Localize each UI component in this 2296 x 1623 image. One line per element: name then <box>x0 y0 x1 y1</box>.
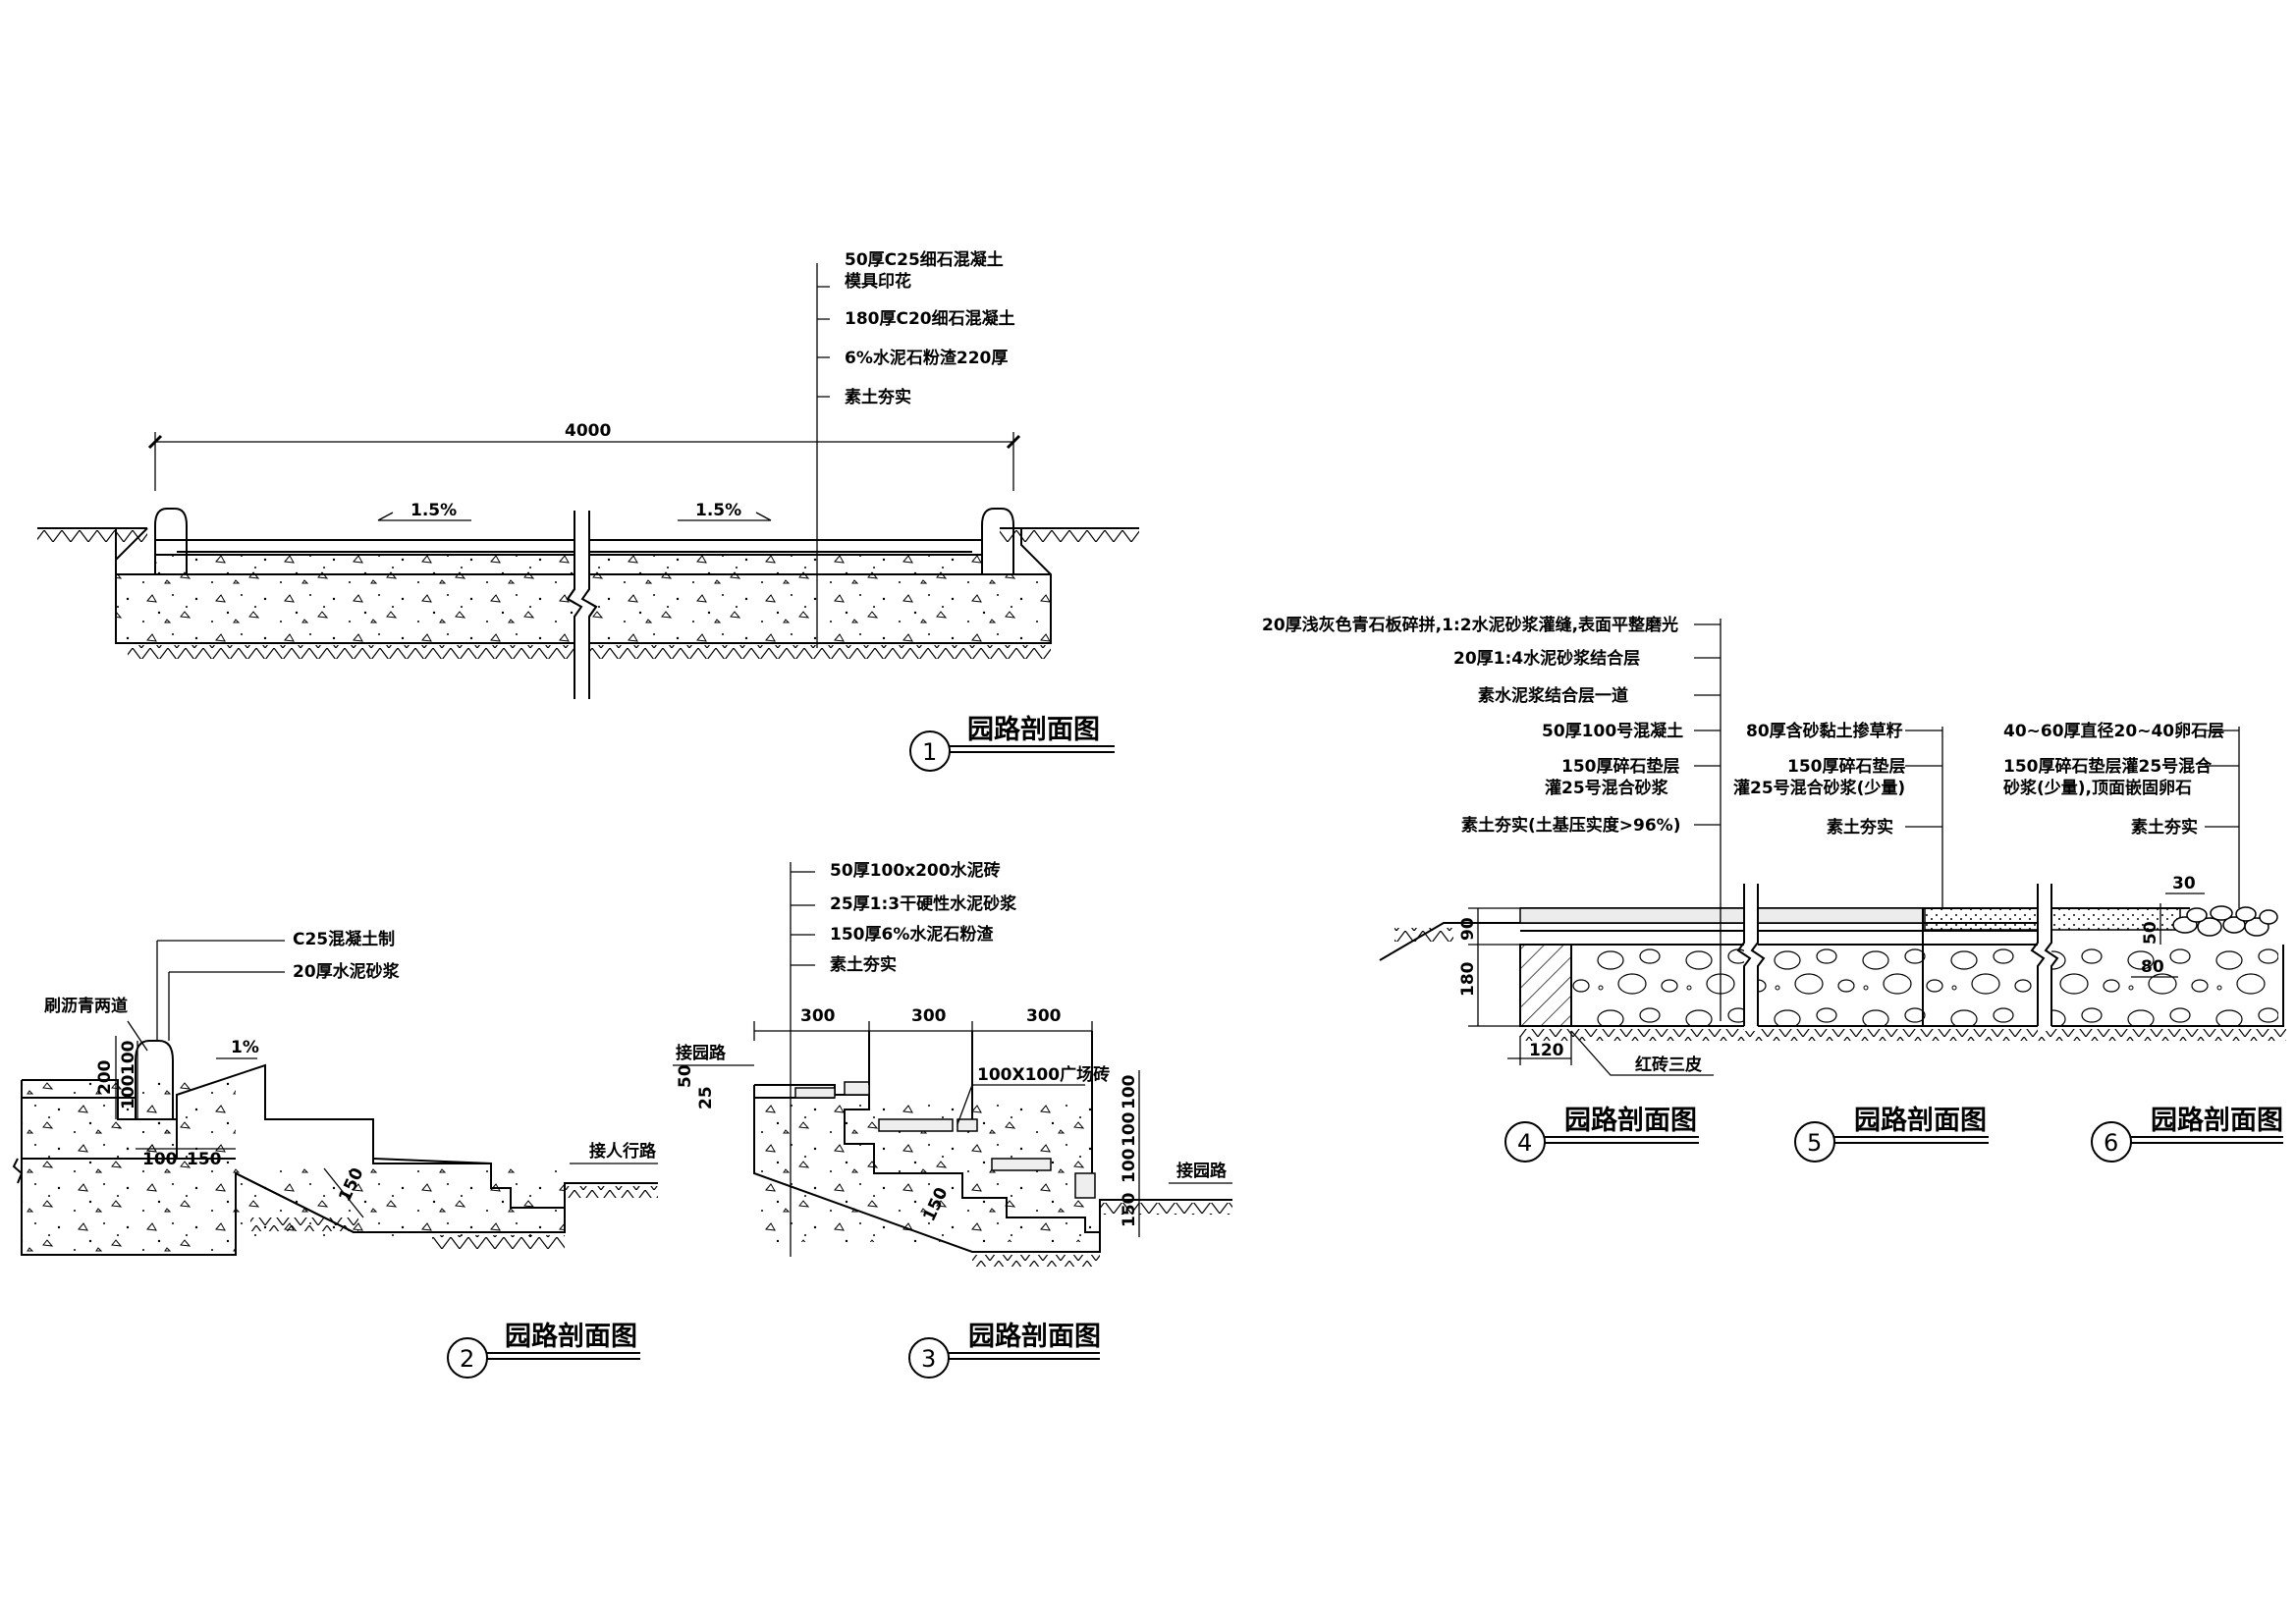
section-3-number: 3 <box>921 1345 936 1373</box>
section-3-brick-label: 100X100广场砖 <box>977 1064 1110 1085</box>
section-3-right-dim-3: 100 <box>1120 1148 1139 1183</box>
section-2-dim-4: 100 <box>142 1150 178 1169</box>
section-6-dim-2: 50 <box>2141 921 2160 945</box>
section-3-left-dim-1: 50 <box>676 1064 695 1088</box>
section-6-note-1: 40~60厚直径20~40卵石层 <box>2003 721 2224 741</box>
section-3-note-1: 50厚100x200水泥砖 <box>830 860 1001 881</box>
section-2-side-note: 刷沥青两道 <box>44 996 128 1016</box>
section-2-note-1: C25混凝土制 <box>293 929 395 949</box>
section-4-dim-1: 90 <box>1458 917 1478 941</box>
section-1-note-5: 素土夯实 <box>845 387 911 407</box>
section-2-title: 园路剖面图 <box>505 1321 637 1352</box>
section-1-width-dim: 4000 <box>565 421 611 441</box>
section-4-brick-label: 红砖三皮 <box>1635 1055 1702 1075</box>
section-2-dim-1: 200 <box>95 1059 115 1095</box>
section-2-slope: 1% <box>231 1038 259 1057</box>
section-5-number: 5 <box>1807 1129 1822 1157</box>
section-4-note-1: 20厚浅灰色青石板碎拼,1:2水泥砂浆灌缝,表面平整磨光 <box>1262 615 1678 635</box>
section-3-note-3: 150厚6%水泥石粉渣 <box>830 924 994 945</box>
section-1-slope-right: 1.5% <box>695 501 741 520</box>
section-5-title: 园路剖面图 <box>1854 1105 1987 1136</box>
section-4-note-6: 灌25号混合砂浆 <box>1545 778 1669 798</box>
section-2-note-2: 20厚水泥砂浆 <box>293 961 401 982</box>
section-6-note-2: 150厚碎石垫层灌25号混合 <box>2003 756 2213 777</box>
section-1-note-2: 模具印花 <box>845 271 911 292</box>
section-3-left-dim-2: 25 <box>696 1086 716 1109</box>
section-4-note-4: 50厚100号混凝土 <box>1542 721 1683 741</box>
section-1-title: 园路剖面图 <box>967 714 1100 745</box>
section-5-note-2: 150厚碎石垫层 <box>1787 756 1906 777</box>
section-2-dim-2: 100 <box>119 1074 138 1109</box>
section-5-note-1: 80厚含砂黏土掺草籽 <box>1746 721 1903 741</box>
section-6-dim-3: 80 <box>2141 957 2164 977</box>
section-5-note-4: 素土夯实 <box>1827 817 1893 838</box>
section-2-number: 2 <box>460 1345 474 1373</box>
cobbles <box>2172 905 2278 937</box>
section-3-right-dim-2: 100 <box>1120 1111 1139 1147</box>
section-3-top-dim-1: 300 <box>800 1006 836 1026</box>
section-4-note-7: 素土夯实(土基压实度>96%) <box>1461 815 1680 836</box>
section-3-top-dim-3: 300 <box>1026 1006 1062 1026</box>
section-3-right-label: 接园路 <box>1176 1161 1228 1181</box>
section-4-5-6: 20厚浅灰色青石板碎拼,1:2水泥砂浆灌缝,表面平整磨光 20厚1:4水泥砂浆结… <box>1262 615 2286 1163</box>
section-1-number: 1 <box>922 738 937 766</box>
section-2-dim-3: 100 <box>119 1040 138 1075</box>
section-1-note-4: 6%水泥石粉渣220厚 <box>845 348 1008 368</box>
section-4-note-3: 素水泥浆结合层一道 <box>1478 685 1628 706</box>
section-3-title: 园路剖面图 <box>968 1321 1101 1352</box>
section-6-title: 园路剖面图 <box>2151 1105 2283 1136</box>
section-4-note-5: 150厚碎石垫层 <box>1561 756 1680 777</box>
section-4-dim-3: 120 <box>1529 1041 1564 1060</box>
section-2-dim-5: 150 <box>187 1150 222 1169</box>
section-6-note-3: 砂浆(少量),顶面嵌固卵石 <box>2003 778 2192 798</box>
section-3-left-label: 接园路 <box>676 1043 727 1063</box>
section-3-note-2: 25厚1:3干硬性水泥砂浆 <box>830 893 1017 914</box>
section-6-dim-1: 30 <box>2172 874 2196 893</box>
section-1-note-1: 50厚C25细石混凝土 <box>845 249 1004 270</box>
section-4-note-2: 20厚1:4水泥砂浆结合层 <box>1453 648 1640 669</box>
section-1: 4000 1.5% 1.5% 50厚C25细石混凝土 模具印花 180厚C20细… <box>37 249 1139 772</box>
section-6-note-4: 素土夯实 <box>2131 817 2198 838</box>
section-3-right-dim-4: 150 <box>1120 1192 1139 1227</box>
section-4-dim-2: 180 <box>1458 961 1478 997</box>
section-6-number: 6 <box>2104 1129 2118 1157</box>
section-5-note-3: 灌25号混合砂浆(少量) <box>1733 778 1905 798</box>
section-3: 50厚100x200水泥砖 25厚1:3干硬性水泥砂浆 150厚6%水泥石粉渣 … <box>673 860 1232 1379</box>
section-3-top-dim-2: 300 <box>911 1006 947 1026</box>
section-3-note-4: 素土夯实 <box>830 954 897 975</box>
section-1-note-3: 180厚C20细石混凝土 <box>845 308 1015 329</box>
section-4-title: 园路剖面图 <box>1564 1105 1697 1136</box>
section-4-number: 4 <box>1517 1129 1532 1157</box>
section-1-slope-left: 1.5% <box>410 501 457 520</box>
section-2-end-label: 接人行路 <box>589 1141 657 1162</box>
section-3-right-dim-1: 100 <box>1120 1074 1139 1109</box>
section-2: C25混凝土制 20厚水泥砂浆 刷沥青两道 1% 接人行路 200 100 10… <box>12 929 658 1379</box>
